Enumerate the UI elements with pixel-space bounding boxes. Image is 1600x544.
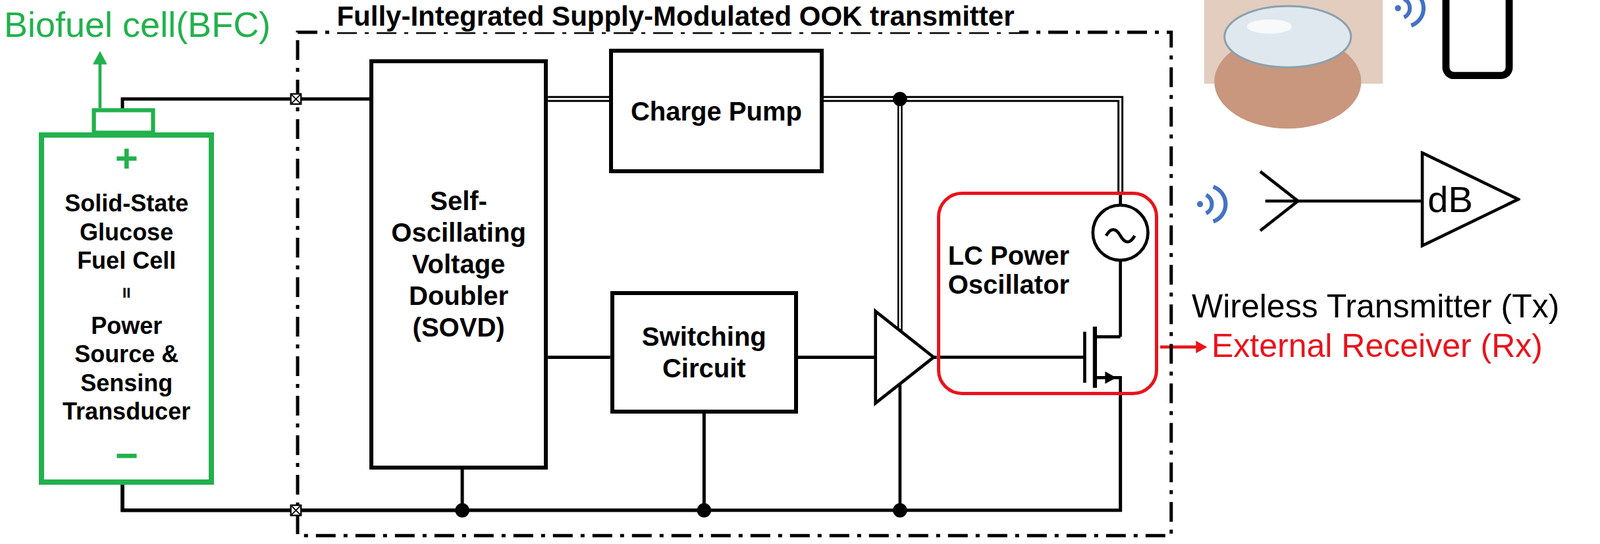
ground-wire <box>898 384 903 511</box>
wire-connector <box>547 98 610 100</box>
process-box: Switching Circuit <box>610 291 799 414</box>
tilde-symbol <box>1106 229 1135 243</box>
block-label: Wireless Transmitter (Tx) <box>1191 288 1560 325</box>
junction-dot <box>892 91 908 107</box>
node-text: II <box>122 285 131 301</box>
node-text: Solid-State Glucose Fuel Cell <box>57 188 197 275</box>
wire-connector <box>122 98 370 133</box>
leader-line <box>98 63 103 108</box>
io-pin-cross <box>291 94 301 105</box>
boundary-title: Fully-Integrated Supply-Modulated OOK tr… <box>331 1 1020 32</box>
junction-dot <box>696 503 712 518</box>
io-pin <box>291 94 301 105</box>
node-text: + <box>115 138 139 179</box>
amplifier-triangle: dB <box>1420 150 1521 248</box>
process-box: Charge Pump <box>609 48 824 174</box>
drain-wire <box>1118 260 1122 337</box>
wire-path <box>547 355 611 359</box>
wire-path-core <box>547 98 610 101</box>
wireless-dot <box>1395 5 1402 12</box>
io-pin-cross <box>291 505 301 515</box>
node-text: dB <box>1427 181 1473 218</box>
wireless-wave <box>1206 194 1213 214</box>
node-text: Charge Pump <box>630 95 802 128</box>
dash-dot-border <box>297 32 1172 536</box>
wireless-wave <box>1403 0 1410 18</box>
node-text: LC Power Oscillator <box>948 240 1080 299</box>
phone-outline <box>1445 0 1510 76</box>
node-text: Self-Oscillating Voltage Doubler (SOVD) <box>378 185 539 344</box>
supply-double-wire-core <box>898 102 901 329</box>
transmitter-boundary: Fully-Integrated Supply-Modulated OOK tr… <box>295 30 1174 538</box>
node-text: − <box>115 435 139 476</box>
contact-lens <box>1224 5 1352 68</box>
fuel-cell-battery: + Solid-State Glucose Fuel CellII Power So… <box>38 132 215 485</box>
lens-highlight <box>1247 19 1292 34</box>
wire-path <box>547 96 610 103</box>
callout-label: Biofuel cell(BFC) <box>3 5 271 45</box>
node-text: Power Source & Sensing Transducer <box>57 311 197 426</box>
wire-connector <box>823 98 1121 192</box>
wireless-wave <box>1213 186 1227 222</box>
wire-path-core <box>823 98 1121 192</box>
wire-connector <box>547 356 611 358</box>
leader-arrowhead <box>92 50 108 64</box>
junction-dot <box>454 503 470 518</box>
junction-dot <box>892 503 908 518</box>
wire-path <box>823 98 1121 192</box>
output-arrowhead <box>1195 341 1207 354</box>
wireless-dot <box>1197 200 1203 207</box>
block-label: External Receiver (Rx) <box>1211 327 1543 365</box>
drain-wire <box>1094 335 1121 339</box>
antenna-feed <box>1265 199 1422 203</box>
wireless-wave <box>1411 0 1424 26</box>
buffer-symbol <box>875 311 934 403</box>
battery-terminal <box>94 109 154 133</box>
node-text: Switching Circuit <box>619 320 789 384</box>
wire-path <box>122 98 370 133</box>
gate-wire <box>937 355 1085 359</box>
io-pin <box>291 505 301 515</box>
process-box: Self-Oscillating Voltage Doubler (SOVD) <box>369 59 548 470</box>
oscillator-box: LC Power Oscillator <box>936 191 1159 395</box>
ac-source-symbol <box>1093 204 1149 261</box>
transistor-arrow <box>1104 371 1117 384</box>
supply-double-wire <box>897 98 903 331</box>
output-arrow <box>1160 345 1198 349</box>
amplifier-shape <box>1422 152 1519 246</box>
